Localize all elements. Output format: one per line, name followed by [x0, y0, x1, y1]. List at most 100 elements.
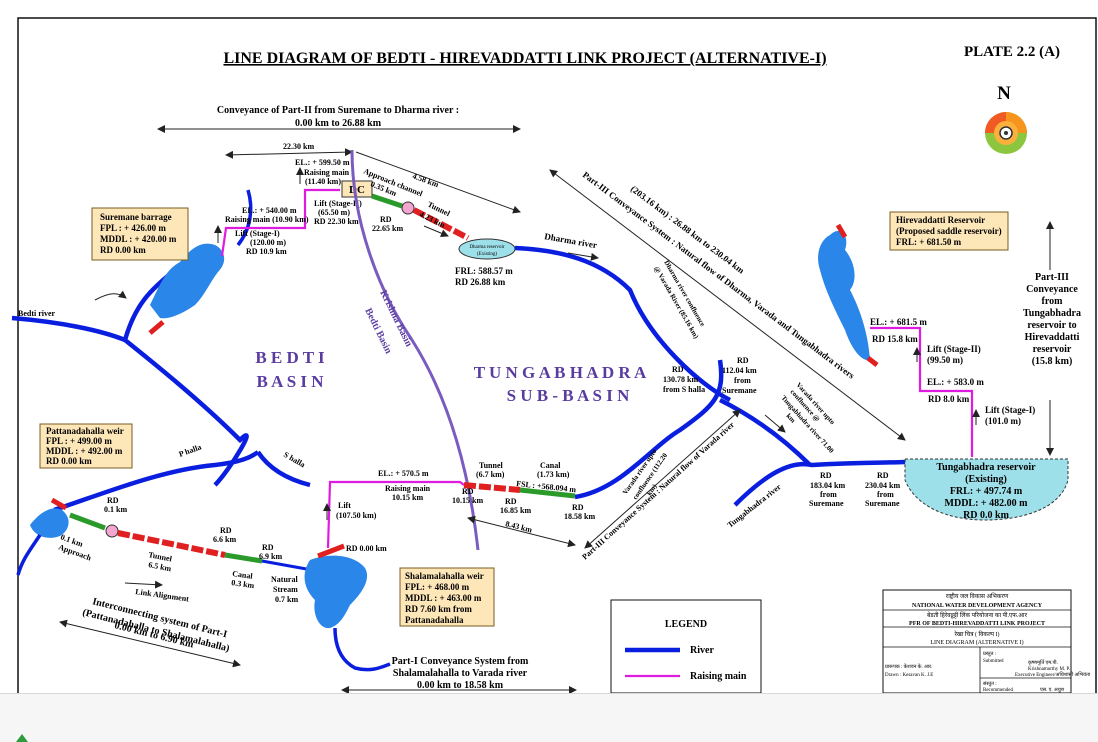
rd13078-l1: RD [672, 365, 684, 374]
link-alignment-arrow [124, 580, 163, 589]
el5705-label: EL.: + 570.5 m [378, 469, 429, 478]
link-alignment-label: Link Alignment [135, 587, 190, 603]
svg-text:Tungabhadra: Tungabhadra [1023, 308, 1081, 319]
tunnel-p1-l2: 6.5 km [148, 560, 173, 573]
part3-label-1: Part-III Conveyance System : Natural flo… [581, 170, 857, 381]
canal-p1b-l2: (1.73 km) [537, 470, 570, 479]
p-halla-label: P halla [178, 442, 203, 458]
svg-text:रेखा चित्र ( विकल्प I): रेखा चित्र ( विकल्प I) [954, 630, 1000, 638]
natural-l3: 0.7 km [275, 595, 298, 604]
dharma-river-label: Dharma river [544, 231, 598, 250]
rd1015-l1: RD [462, 487, 474, 496]
hirevaddatti-reservoir [818, 230, 870, 361]
rd1015-l2: 10.15 km [452, 496, 483, 505]
svg-text:Drawn : Kesavan K. J.E: Drawn : Kesavan K. J.E [885, 673, 933, 678]
rd000-label: RD 0.00 km [346, 544, 387, 553]
suremane-box [91, 207, 189, 261]
rd18304-l4: Suremane [809, 499, 844, 508]
svg-text:एस. ए. अधुश: एस. ए. अधुश [1040, 687, 1065, 693]
legend-river-label: River [690, 645, 714, 656]
svg-text:प्रारूपक : केशवन के. आर.: प्रारूपक : केशवन के. आर. [885, 663, 932, 670]
bedti-river-label: Bedti river [18, 309, 56, 318]
shalamala-box [399, 567, 495, 627]
plate-number: PLATE 2.2 (A) [964, 44, 1060, 60]
svg-text:Recommended: Recommended [983, 688, 1013, 693]
lift2b-val: (99.50 m) [927, 355, 963, 365]
rd69-l2: 6.9 km [259, 552, 282, 561]
d458-arrow [355, 151, 521, 214]
rm2-label: Raising main [385, 484, 431, 493]
dharma-res-label: Dharma reservoir [469, 245, 504, 250]
title-block: राष्ट्रीय जल विकास अभिकरण NATIONAL WATER… [882, 589, 1091, 694]
rd2265-label: 22.65 km [372, 224, 403, 233]
lift2b-label: Lift (Stage-II) [927, 344, 981, 354]
rm1090-label: Raising main (10.90 km) [225, 215, 309, 224]
rd66-l2: 6.6 km [213, 535, 236, 544]
d2230-label: 22.30 km [283, 142, 314, 151]
part1-label-1: Part-I Conveyance System from [392, 656, 529, 667]
part3-extent-arrow [549, 169, 906, 441]
svg-text:(15.8 km): (15.8 km) [1032, 356, 1073, 367]
shalamala-weir-mark [317, 543, 345, 559]
legend-title: LEGEND [665, 619, 707, 630]
pattana-outflow [16, 534, 42, 576]
rd01-l1: RD [107, 496, 119, 505]
lift1b-val: (101.0 m) [985, 416, 1021, 426]
tung-res-l2: (Existing) [965, 474, 1007, 485]
suremane-box-l2: FPL : + 426.00 m [100, 223, 166, 233]
map-title: LINE DIAGRAM OF BEDTI - HIREVADDATTI LIN… [223, 50, 826, 67]
s-halla-label: S halla [282, 450, 307, 469]
pattana-box-l2: FPL : + 499.00 m [46, 436, 112, 446]
svg-text:राष्ट्रीय जल विकास अभिकरण: राष्ट्रीय जल विकास अभिकरण [946, 592, 1009, 600]
rd69-l1: RD [262, 543, 274, 552]
svg-text:Executive Engineer/अधिशासी अभि: Executive Engineer/अधिशासी अभियंता [1015, 671, 1091, 678]
rd1685-l2: 16.85 km [500, 506, 531, 515]
tung-res-l3: FRL: + 497.74 m [950, 486, 1023, 497]
rd1858-l1: RD [572, 503, 584, 512]
svg-text:reservoir: reservoir [1033, 344, 1072, 355]
tunnel-p1 [117, 530, 226, 558]
lift-p1-val: (107.50 km) [336, 511, 377, 520]
rd23004-l3: from [877, 490, 894, 499]
tungabhadra-reservoir [904, 458, 1069, 521]
rd23004-l1: RD [877, 471, 889, 480]
legend-box [610, 599, 762, 694]
rd18304-l1: RD [820, 471, 832, 480]
d843-label: 8.43 km [505, 519, 534, 534]
svg-text:reservoir to: reservoir to [1027, 320, 1076, 331]
part2-label-1: Conveyance of Part-II from Suremane to D… [217, 105, 459, 116]
pattana-box-l1: Pattanadahalla weir [46, 426, 124, 436]
canal-p1b-l1: Canal [540, 461, 561, 470]
el6815-label: EL.: + 681.5 m [870, 317, 927, 327]
rm1-label: Raising main [304, 168, 350, 177]
svg-text:Hirevaddatti: Hirevaddatti [1025, 332, 1080, 343]
shalamala-inflow [333, 627, 391, 672]
bedti-river [11, 268, 177, 344]
svg-text:Conveyance: Conveyance [1026, 284, 1078, 295]
part2-label-2: 0.00 km to 26.88 km [295, 118, 382, 129]
lift-p1-label: Lift [338, 501, 351, 510]
tung-res-l1: Tungabhadra reservoir [936, 462, 1036, 473]
s-halla-stream [256, 450, 311, 488]
shalamala-box-l5: Pattanadahalla [405, 615, 464, 625]
el540-label: EL.: + 540.00 m [242, 206, 297, 215]
hire-box-l3: FRL: + 681.50 m [896, 237, 962, 247]
svg-text:LINE DIAGRAM (ALTERNATIVE I): LINE DIAGRAM (ALTERNATIVE I) [930, 639, 1023, 646]
part1-label-3: 0.00 km to 18.58 km [417, 680, 504, 691]
flow-arrow [94, 290, 127, 301]
tunnel-p1b [463, 482, 521, 493]
natural-l1: Natural [271, 575, 298, 584]
tung-res-l5: RD 0.0 km [963, 510, 1010, 521]
part1-label-2: Shalamalahalla to Varada river [393, 668, 528, 679]
rd13078-l3: from S halla [663, 385, 705, 394]
suremane-box-l3: MDDL : + 420.00 m [100, 234, 177, 244]
pattanadahalla-stream [53, 450, 260, 513]
el583-label: EL.: + 583.0 m [927, 377, 984, 387]
rd11204-l4: Suremane [722, 386, 757, 395]
rd1685-l1: RD [505, 497, 517, 506]
svg-text:Submitted: Submitted [983, 659, 1004, 664]
rd66-l1: RD [220, 526, 232, 535]
natural-stream-p1 [261, 559, 313, 572]
frl58857-label: FRL: 588.57 m [455, 266, 513, 276]
